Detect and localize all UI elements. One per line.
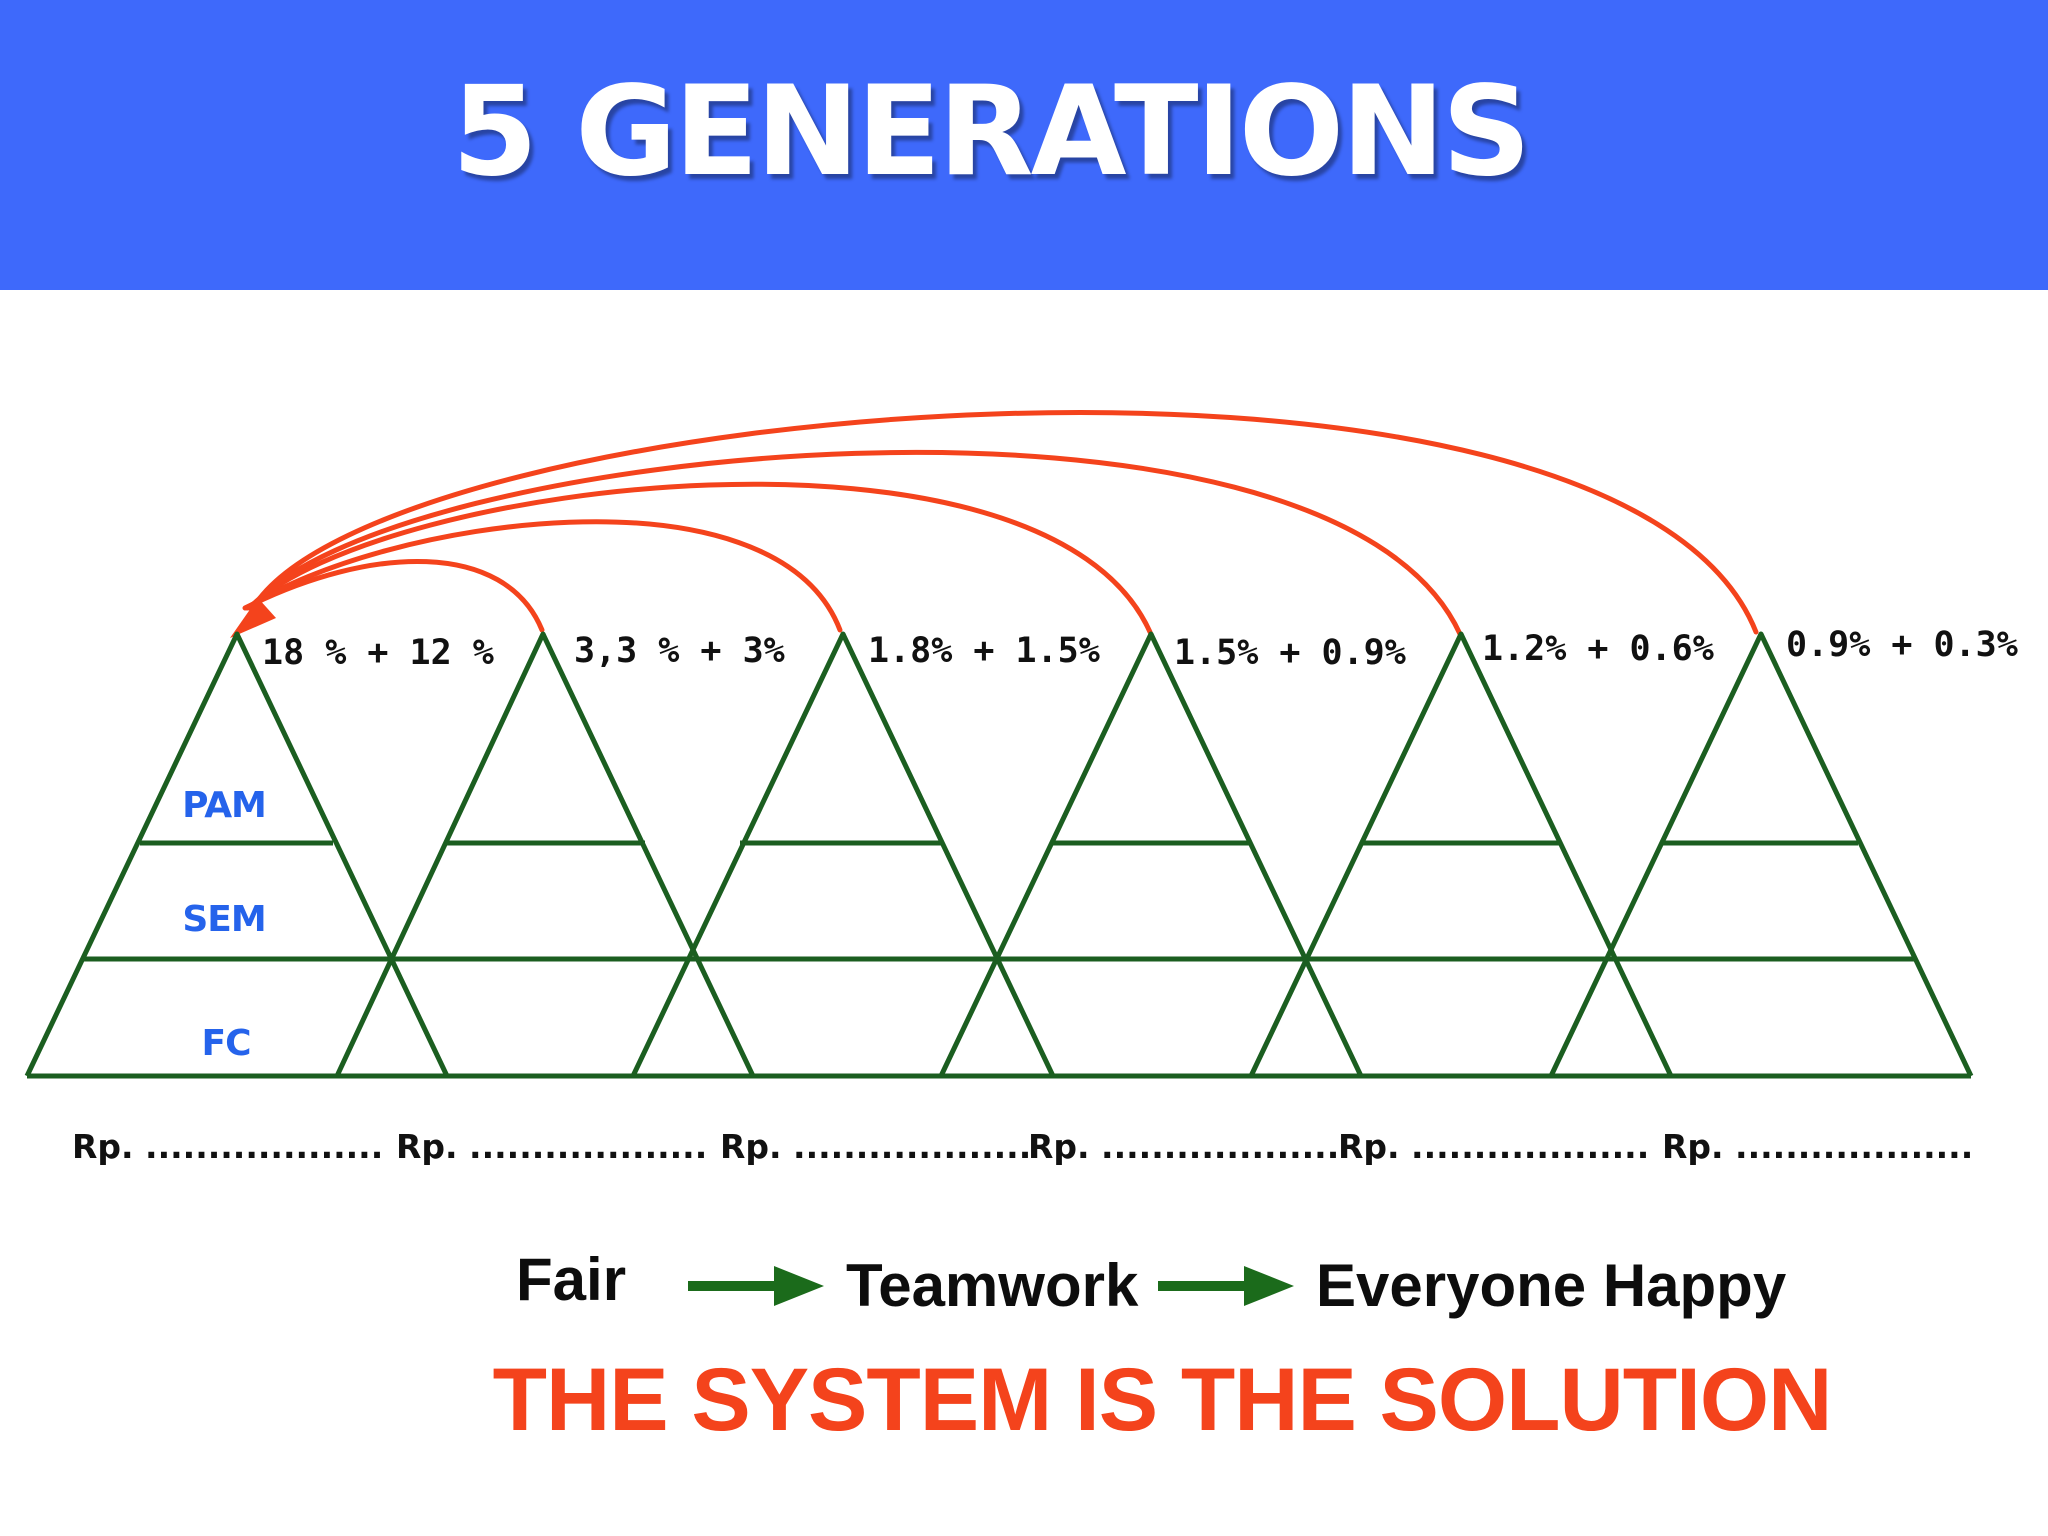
commission-arrows <box>230 410 1759 638</box>
commission-label-gen-6: 0.9% + 0.3% <box>1786 625 2018 665</box>
header-band <box>0 0 2048 290</box>
tier-labels: PAM SEM FC <box>182 785 267 1064</box>
flow-everyone-happy: Everyone Happy <box>1316 1252 1787 1319</box>
pyramid-gen-3 <box>630 631 1056 1078</box>
commission-arrowhead-icon <box>230 598 276 638</box>
tagline: THE SYSTEM IS THE SOLUTION <box>493 1349 1832 1449</box>
pyramid-gen-4 <box>938 631 1364 1078</box>
commission-arrow-gen-3 <box>246 481 1153 635</box>
commission-label-gen-5: 1.2% + 0.6% <box>1482 629 1714 669</box>
value-flow: Fair Teamwork Everyone Happy <box>516 1246 1787 1319</box>
commission-label-gen-3: 1.8% + 1.5% <box>868 631 1100 671</box>
pyramid-grid <box>24 631 1974 1079</box>
commission-arrow-gen-4 <box>248 449 1463 637</box>
commission-arrow-gen-5 <box>250 410 1759 635</box>
payout-gen-6: Rp. ................... <box>1662 1127 1973 1166</box>
tier-label-pam: PAM <box>182 785 266 826</box>
commission-arrow-gen-1 <box>242 559 545 633</box>
payout-gen-2: Rp. ................... <box>396 1127 707 1166</box>
payout-gen-1: Rp. ................... <box>72 1127 383 1166</box>
flow-teamwork: Teamwork <box>846 1252 1139 1319</box>
flow-arrow-1-icon <box>688 1266 824 1306</box>
commission-label-gen-1: 18 % + 12 % <box>262 633 494 673</box>
commission-label-gen-4: 1.5% + 0.9% <box>1174 633 1406 673</box>
payout-gen-4: Rp. ................... <box>1028 1127 1339 1166</box>
payout-row: Rp. ................... Rp. ............… <box>72 1127 1973 1166</box>
slide-title: 5 GENERATIONS <box>451 60 1531 204</box>
tier-label-sem: SEM <box>182 899 265 940</box>
commission-label-gen-2: 3,3 % + 3% <box>574 631 785 671</box>
flow-arrow-2-icon <box>1158 1266 1294 1306</box>
tier-label-fc: FC <box>201 1023 250 1064</box>
payout-gen-3: Rp. ................... <box>720 1127 1031 1166</box>
pyramid-gen-6 <box>1548 631 1974 1078</box>
payout-gen-5: Rp. ................... <box>1338 1127 1649 1166</box>
pyramid-gen-5 <box>1248 631 1674 1078</box>
commission-labels: 18 % + 12 % 3,3 % + 3% 1.8% + 1.5% 1.5% … <box>262 625 2018 673</box>
commission-arrow-gen-2 <box>244 519 843 633</box>
pyramid-gen-1 <box>24 631 450 1078</box>
flow-fair: Fair <box>516 1246 626 1313</box>
pyramid-gen-2 <box>334 631 756 1078</box>
